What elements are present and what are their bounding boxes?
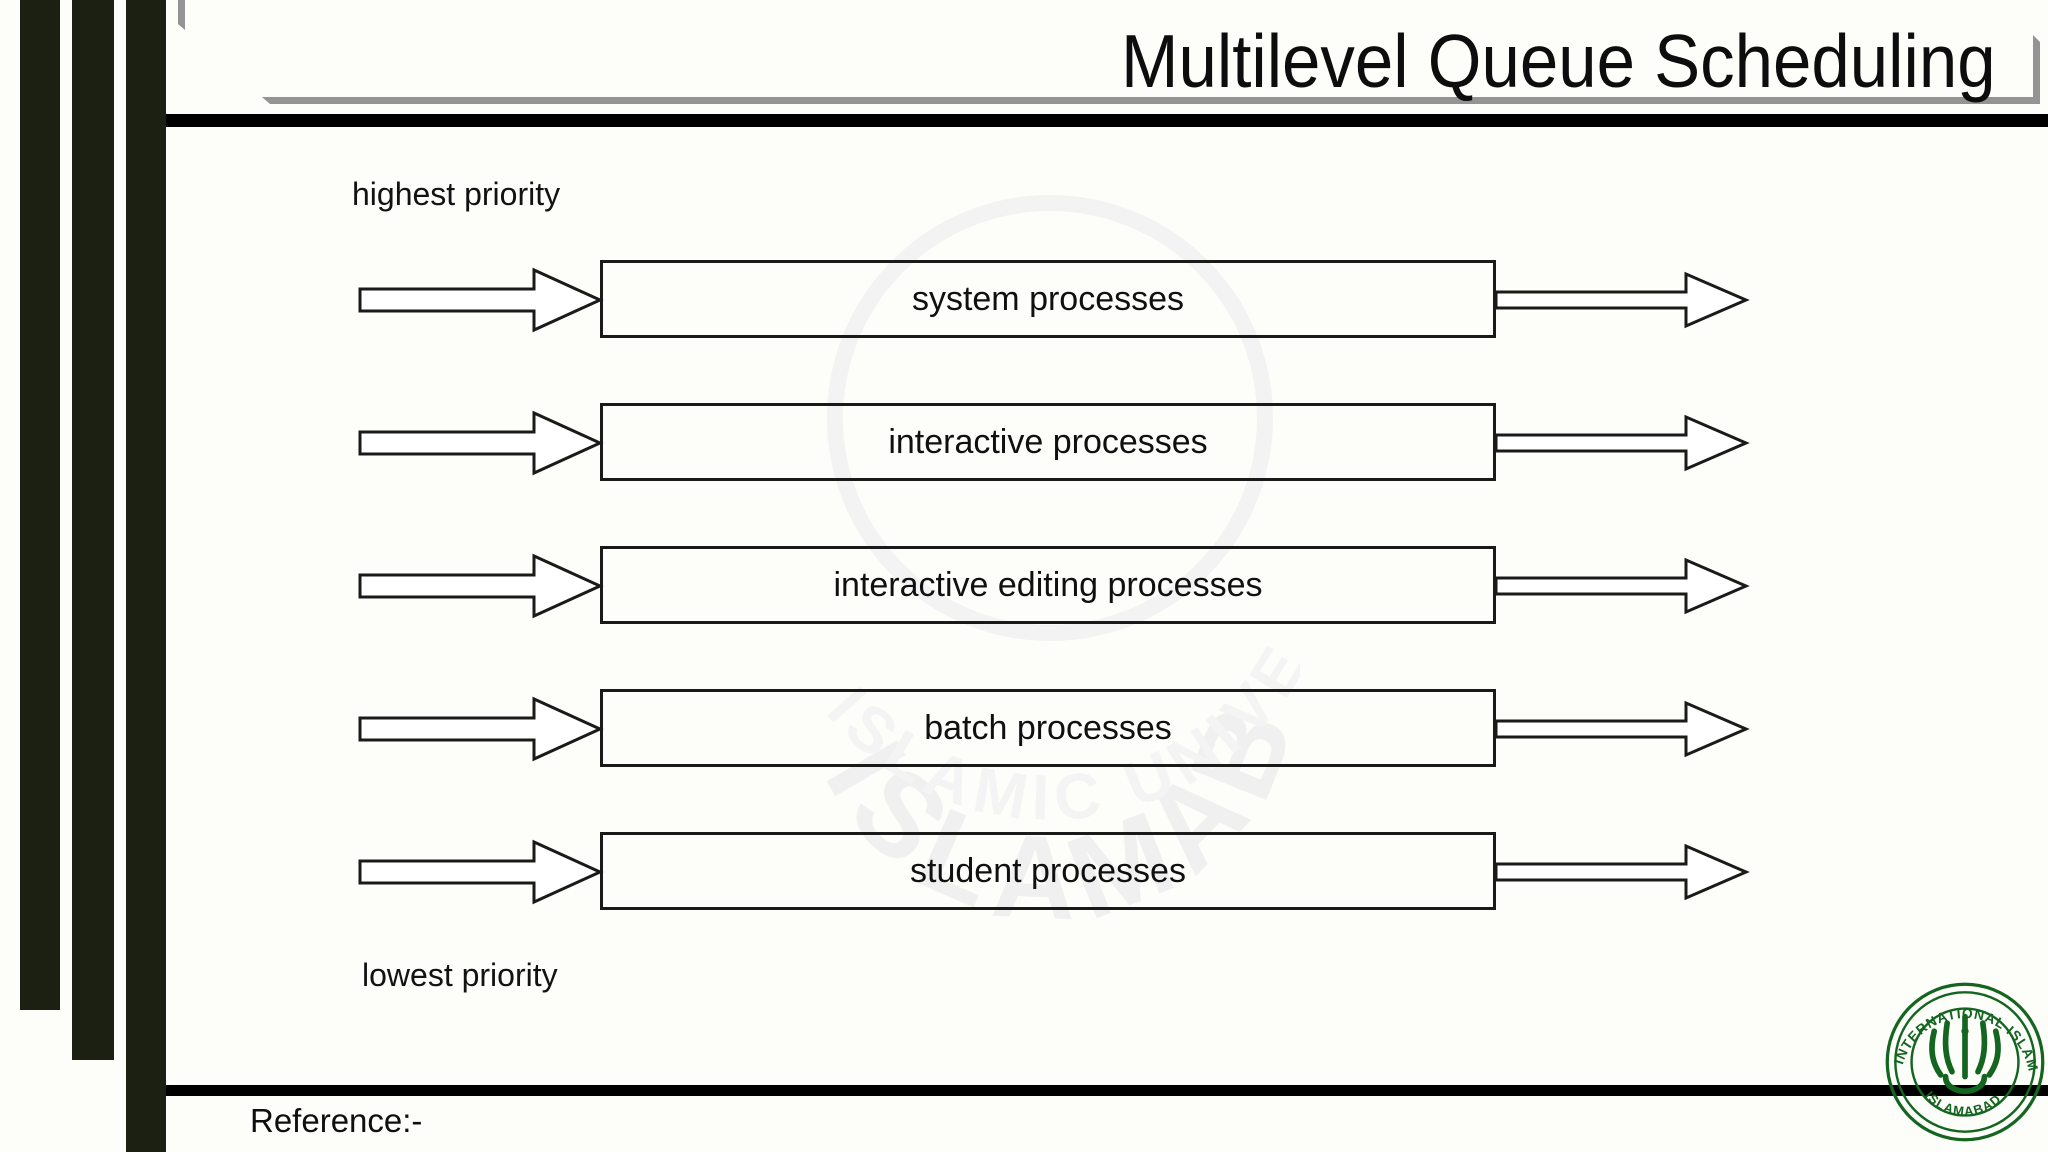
outgoing-arrow-icon bbox=[1494, 700, 1750, 758]
incoming-arrow-icon bbox=[358, 696, 604, 762]
queue-row: student processes bbox=[0, 822, 2048, 922]
incoming-arrow-icon bbox=[358, 839, 604, 905]
decorative-stripe-2 bbox=[72, 0, 114, 1060]
queue-label: interactive processes bbox=[888, 422, 1208, 461]
queue-label: batch processes bbox=[924, 708, 1172, 747]
incoming-arrow-icon bbox=[358, 553, 604, 619]
highest-priority-label: highest priority bbox=[352, 176, 561, 212]
incoming-arrow-icon bbox=[358, 410, 604, 476]
footer-divider bbox=[166, 1085, 2048, 1096]
title-banner: Multilevel Queue Scheduling bbox=[178, 0, 2040, 104]
queue-row: batch processes bbox=[0, 679, 2048, 779]
queue-box: batch processes bbox=[600, 689, 1496, 767]
reference-label: Reference:- bbox=[250, 1102, 423, 1139]
queue-row: system processes bbox=[0, 250, 2048, 350]
iiui-logo-icon: INTERNATIONAL ISLAMIC UNIVERSITY ISLAMAB… bbox=[1884, 976, 2045, 1142]
queue-row: interactive processes bbox=[0, 393, 2048, 493]
queue-box: interactive processes bbox=[600, 403, 1496, 481]
queue-label: system processes bbox=[911, 279, 1185, 318]
outgoing-arrow-icon bbox=[1494, 414, 1750, 472]
queue-box: student processes bbox=[600, 832, 1496, 910]
queue-box: system processes bbox=[600, 260, 1496, 338]
outgoing-arrow-icon bbox=[1494, 557, 1750, 615]
incoming-arrow-icon bbox=[358, 267, 604, 333]
queue-label: interactive editing processes bbox=[833, 565, 1263, 604]
outgoing-arrow-icon bbox=[1494, 843, 1750, 901]
queue-row: interactive editing processes bbox=[0, 536, 2048, 636]
title-banner-frame bbox=[178, 0, 2040, 104]
queue-box: interactive editing processes bbox=[600, 546, 1496, 624]
outgoing-arrow-icon bbox=[1494, 271, 1750, 329]
header-divider bbox=[166, 114, 2048, 127]
decorative-stripe-3 bbox=[126, 0, 166, 1152]
lowest-priority-label: lowest priority bbox=[362, 957, 558, 993]
page-title: Multilevel Queue Scheduling bbox=[1121, 19, 1996, 103]
decorative-stripe-1 bbox=[20, 0, 60, 1010]
queue-label: student processes bbox=[910, 851, 1186, 890]
